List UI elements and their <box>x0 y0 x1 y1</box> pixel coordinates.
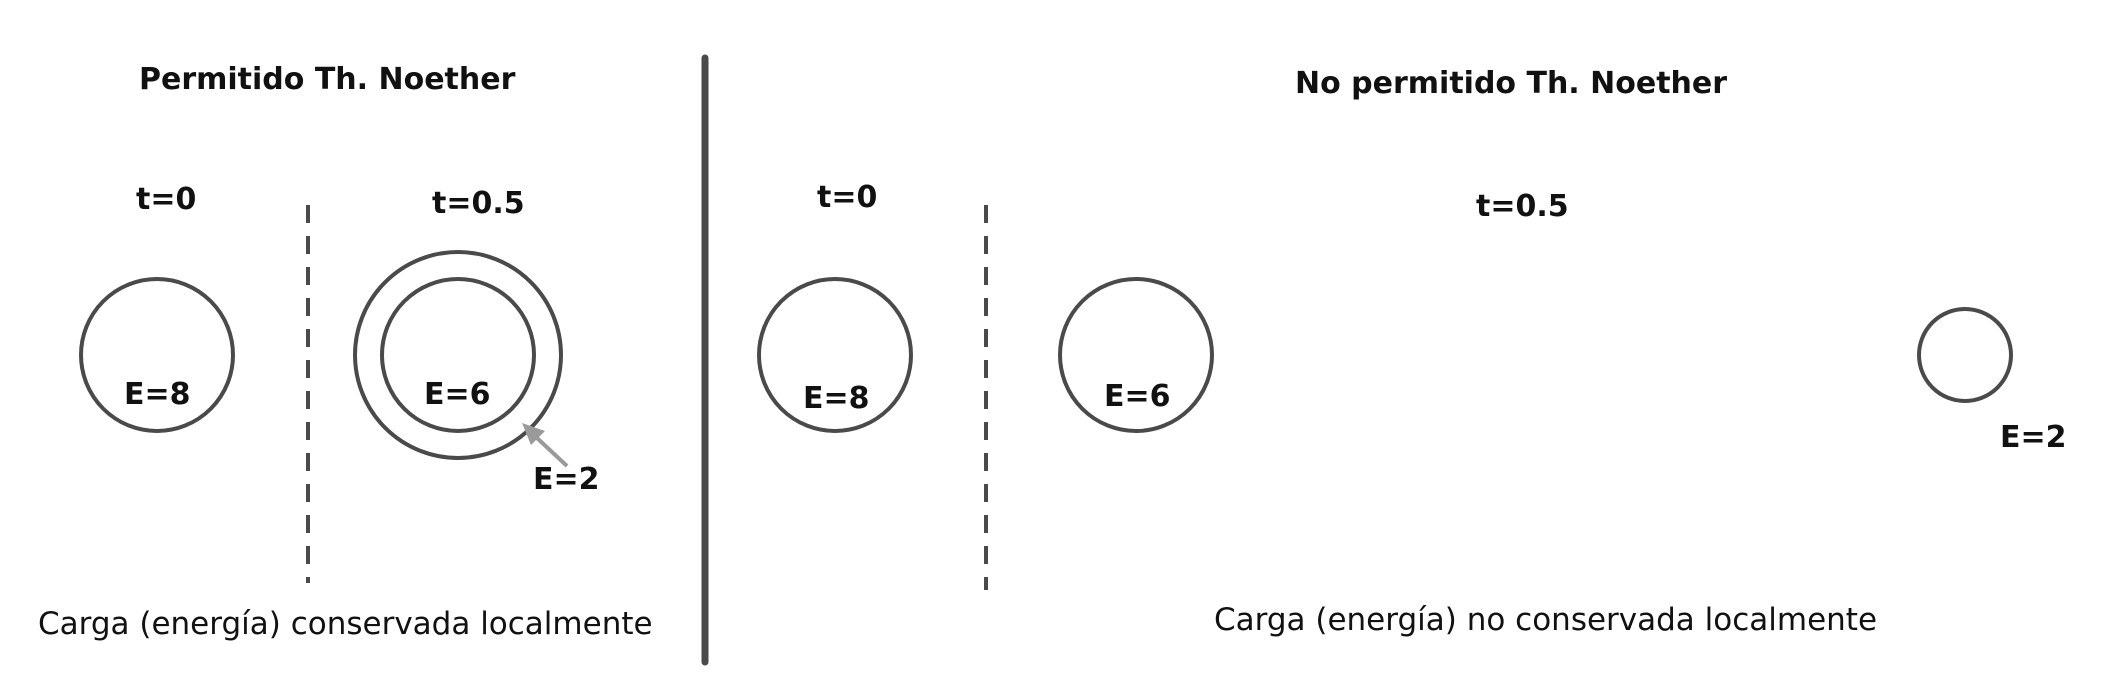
left-energy-initial: E=8 <box>124 377 191 412</box>
left-time-after: t=0.5 <box>432 186 525 221</box>
right-energy-initial: E=8 <box>803 381 870 416</box>
shell-arrow-head <box>522 423 545 445</box>
right-near-particle <box>1058 277 1214 433</box>
right-panel-title: No permitido Th. Noether <box>1295 66 1728 101</box>
right-initial-particle <box>757 277 913 433</box>
right-time-before: t=0 <box>817 180 878 215</box>
right-time-after: t=0.5 <box>1476 189 1569 224</box>
shell-arrow-line <box>535 436 569 468</box>
left-time-before: t=0 <box>136 182 197 217</box>
right-energy-near: E=6 <box>1104 379 1171 414</box>
left-energy-shell: E=2 <box>533 462 600 497</box>
right-far-particle <box>1917 307 2013 403</box>
left-initial-particle <box>79 277 235 433</box>
left-caption: Carga (energía) conservada localmente <box>38 606 653 642</box>
right-caption: Carga (energía) no conservada localmente <box>1214 602 1878 638</box>
left-energy-inner: E=6 <box>424 377 491 412</box>
right-energy-far: E=2 <box>2000 420 2067 455</box>
left-energy-shell <box>353 250 563 460</box>
left-inner-particle <box>380 277 536 433</box>
left-panel-title: Permitido Th. Noether <box>139 62 516 97</box>
